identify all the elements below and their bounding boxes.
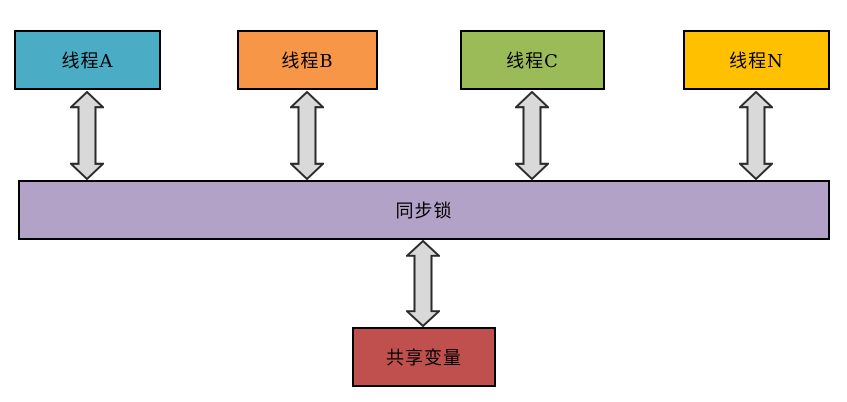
thread-box-a-label: 线程A bbox=[61, 51, 114, 72]
sync-lock-bar: 同步锁 bbox=[18, 180, 830, 240]
double-arrow-lock-shared bbox=[406, 240, 440, 327]
double-arrow-thread-b-lock bbox=[290, 91, 324, 180]
thread-box-c: 线程C bbox=[460, 30, 605, 90]
thread-box-b-label: 线程B bbox=[281, 51, 334, 72]
shared-variable-label: 共享变量 bbox=[386, 348, 462, 369]
thread-box-a: 线程A bbox=[14, 30, 161, 90]
thread-box-b: 线程B bbox=[237, 30, 378, 90]
double-arrow-thread-a-lock bbox=[70, 91, 104, 180]
sync-lock-label: 同步锁 bbox=[395, 201, 453, 222]
double-arrow-thread-n-lock bbox=[739, 91, 773, 180]
double-arrow-thread-c-lock bbox=[515, 91, 549, 180]
thread-box-n-label: 线程N bbox=[729, 51, 784, 72]
thread-box-n: 线程N bbox=[683, 30, 830, 90]
thread-box-c-label: 线程C bbox=[506, 51, 559, 72]
shared-variable-box: 共享变量 bbox=[352, 327, 496, 387]
